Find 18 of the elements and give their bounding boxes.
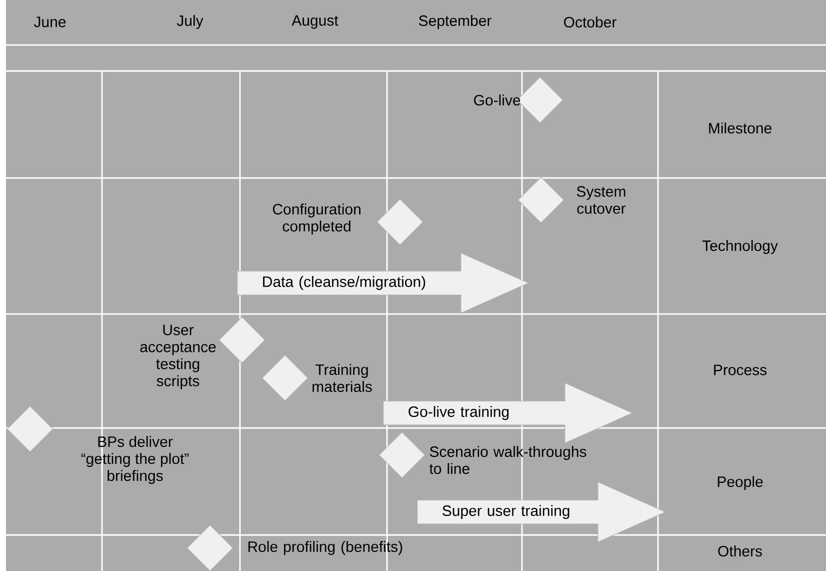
- month-label: July: [176, 15, 204, 29]
- row-label: Process: [714, 364, 767, 376]
- month-label: June: [34, 16, 66, 28]
- row-label: People: [718, 476, 763, 490]
- month-label: September: [419, 15, 492, 29]
- row-label: Others: [718, 546, 762, 556]
- row-label: Technology: [702, 240, 778, 254]
- milestone-label: Scenario walk-throughs to line: [429, 446, 586, 474]
- month-label: October: [564, 16, 616, 28]
- month-label: August: [292, 15, 338, 29]
- milestone-label: Training materials: [312, 364, 372, 392]
- milestone-label: BPs deliver “getting the plot” briefings: [81, 436, 189, 484]
- milestone-label: User acceptance testing scripts: [140, 324, 216, 390]
- milestone-label: System cutover: [576, 186, 626, 214]
- milestone-label: Configuration completed: [272, 204, 360, 234]
- milestone-label: Go-live: [474, 94, 520, 106]
- milestone-label: Role profiling (benefits): [248, 541, 402, 555]
- row-label: Milestone: [709, 122, 772, 134]
